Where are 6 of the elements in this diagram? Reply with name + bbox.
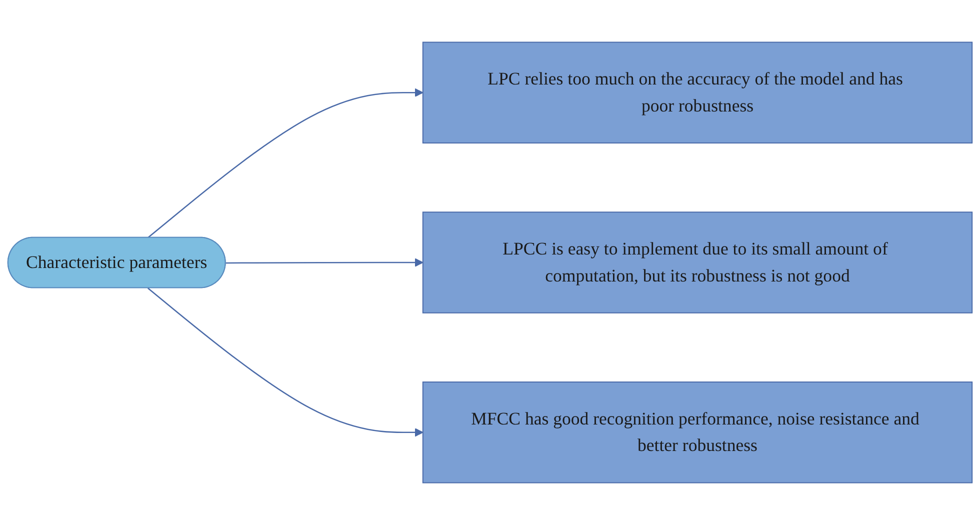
node-box: LPCC is easy to implement due to its small amount of computation, but its robustness is not good [422,212,973,314]
arrow [147,288,424,437]
arrow [226,258,424,267]
node-box: MFCC has good recognition performance, noise resistance and better robustness [422,382,973,484]
node-box: LPC relies too much on the accuracy of the model and has poor robustness [422,42,973,144]
arrow [147,88,424,238]
